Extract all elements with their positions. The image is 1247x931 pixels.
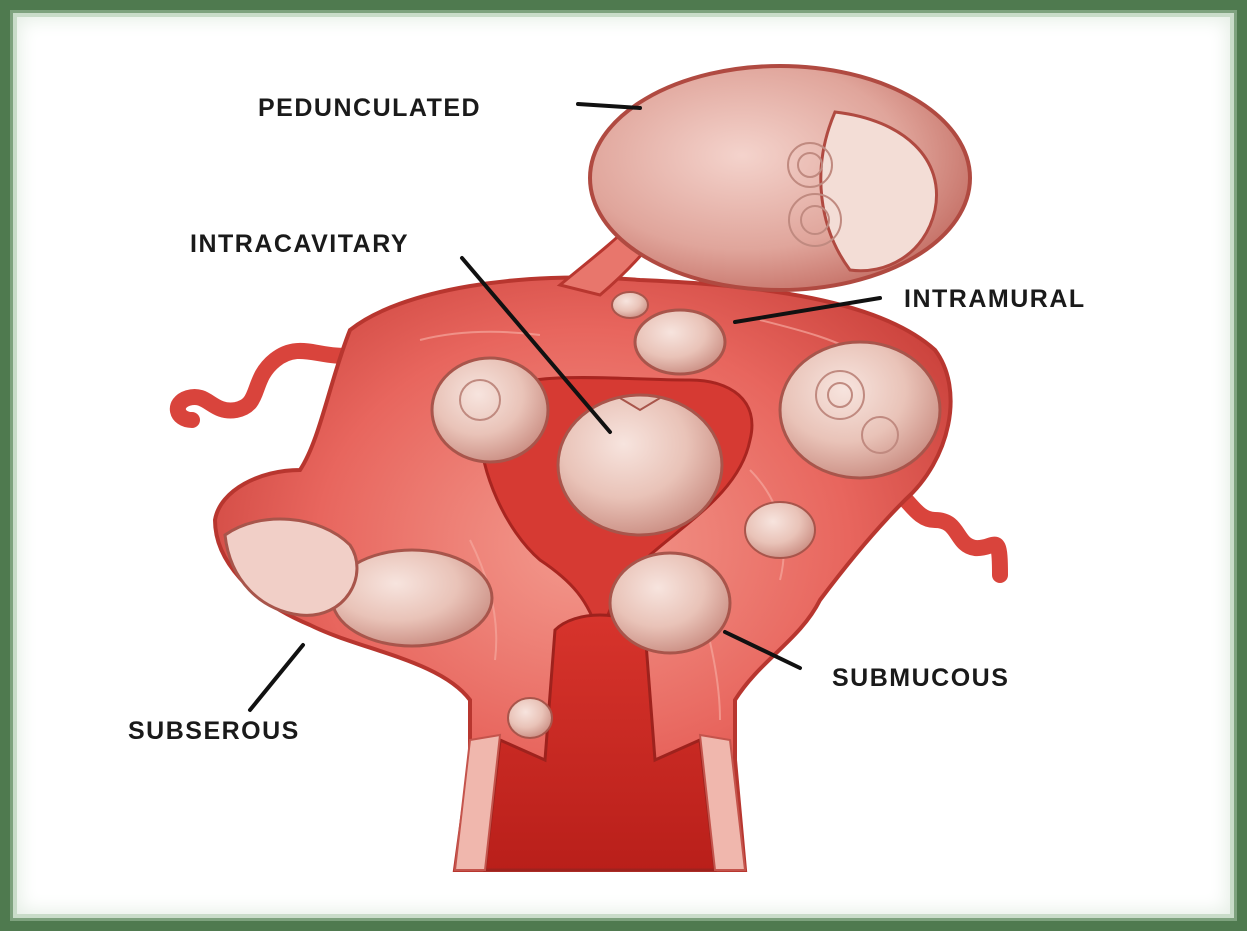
intramural-fibroid-tiny	[612, 292, 648, 318]
submucous-fibroid	[610, 553, 730, 653]
subserous-leader-line	[250, 645, 303, 710]
label-intramural: INTRAMURAL	[904, 285, 1086, 314]
intracavitary-fibroid	[558, 395, 722, 535]
label-subserous: SUBSEROUS	[128, 717, 300, 746]
subserous-fibroid-left	[225, 519, 357, 615]
label-intracavitary: INTRACAVITARY	[190, 230, 409, 259]
pedunculated-leader-line	[578, 104, 640, 108]
submucous-fibroid-upper	[745, 502, 815, 558]
intramural-fibroid-left	[432, 358, 548, 462]
label-submucous: SUBMUCOUS	[832, 664, 1009, 693]
cervical-fibroid	[508, 698, 552, 738]
label-pedunculated: PEDUNCULATED	[258, 94, 481, 123]
intramural-fibroid-small	[635, 310, 725, 374]
